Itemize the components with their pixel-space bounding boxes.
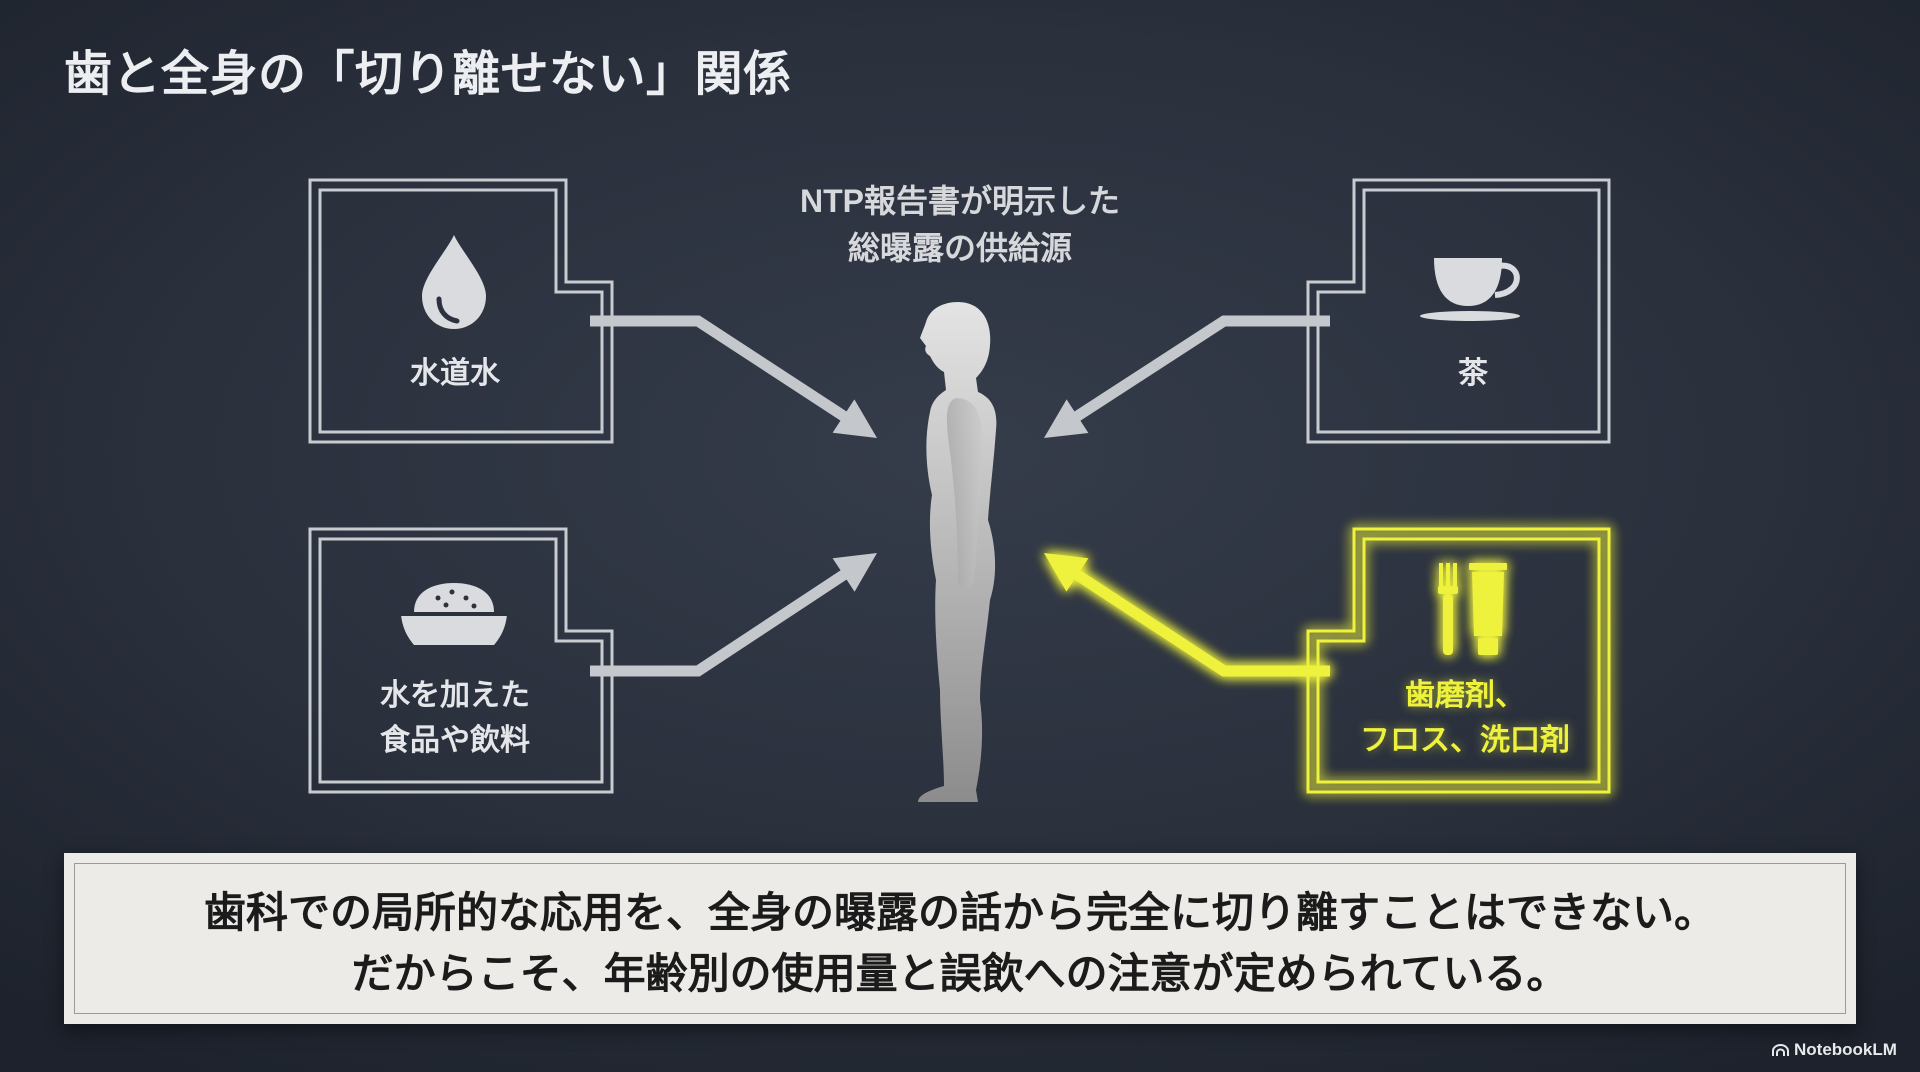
arrow-dental-products <box>1044 553 1330 677</box>
arrow-tea <box>1044 315 1330 438</box>
arrow-food-beverages <box>590 553 877 677</box>
arrow-tap-water <box>590 315 877 438</box>
source-label-line: 食品や飲料 <box>380 724 530 757</box>
source-label-food-beverages: 水を加えた 食品や飲料 <box>330 673 580 763</box>
source-label-line: 水を加えた <box>380 679 530 712</box>
source-box-dental-products <box>1306 527 1611 794</box>
source-label-line: 水道水 <box>410 357 500 390</box>
slide-title: 歯と全身の「切り離せない」関係 <box>64 48 792 101</box>
center-label: NTP報告書が明示した 総曝露の供給源 <box>735 178 1185 272</box>
human-silhouette-icon <box>918 302 997 802</box>
caption-frame <box>74 863 1846 1014</box>
caption-text: 歯科での局所的な応用を、全身の曝露の話から完全に切り離すことはできない。 だから… <box>64 882 1856 1004</box>
food-bowl-icon <box>401 583 507 645</box>
source-box-tea <box>1306 178 1611 444</box>
watermark-text: NotebookLM <box>1794 1040 1897 1059</box>
source-label-dental-products: 歯磨剤、 フロス、洗口剤 <box>1340 673 1590 763</box>
tea-cup-icon <box>1420 258 1520 321</box>
caption-box: 歯科での局所的な応用を、全身の曝露の話から完全に切り離すことはできない。 だから… <box>64 853 1856 1024</box>
source-box-food-beverages <box>308 527 614 794</box>
source-label-tea: 茶 <box>1363 351 1583 396</box>
source-label-tap-water: 水道水 <box>340 351 570 396</box>
caption-line: 歯科での局所的な応用を、全身の曝露の話から完全に切り離すことはできない。 <box>203 888 1716 937</box>
source-label-line: 歯磨剤、 <box>1405 679 1525 712</box>
caption-line: だからこそ、年齢別の使用量と誤飲への注意が定められている。 <box>351 949 1569 998</box>
center-label-line: NTP報告書が明示した <box>799 183 1120 219</box>
water-drop-icon <box>422 235 486 329</box>
watermark: NotebookLM <box>1772 1038 1906 1062</box>
source-label-line: 茶 <box>1458 357 1488 390</box>
notebooklm-logo-icon <box>1772 1043 1789 1056</box>
center-label-line: 総曝露の供給源 <box>847 230 1072 266</box>
toothbrush-toothpaste-icon <box>1438 563 1507 655</box>
source-label-line: フロス、洗口剤 <box>1360 724 1570 757</box>
source-box-tap-water <box>308 178 614 444</box>
